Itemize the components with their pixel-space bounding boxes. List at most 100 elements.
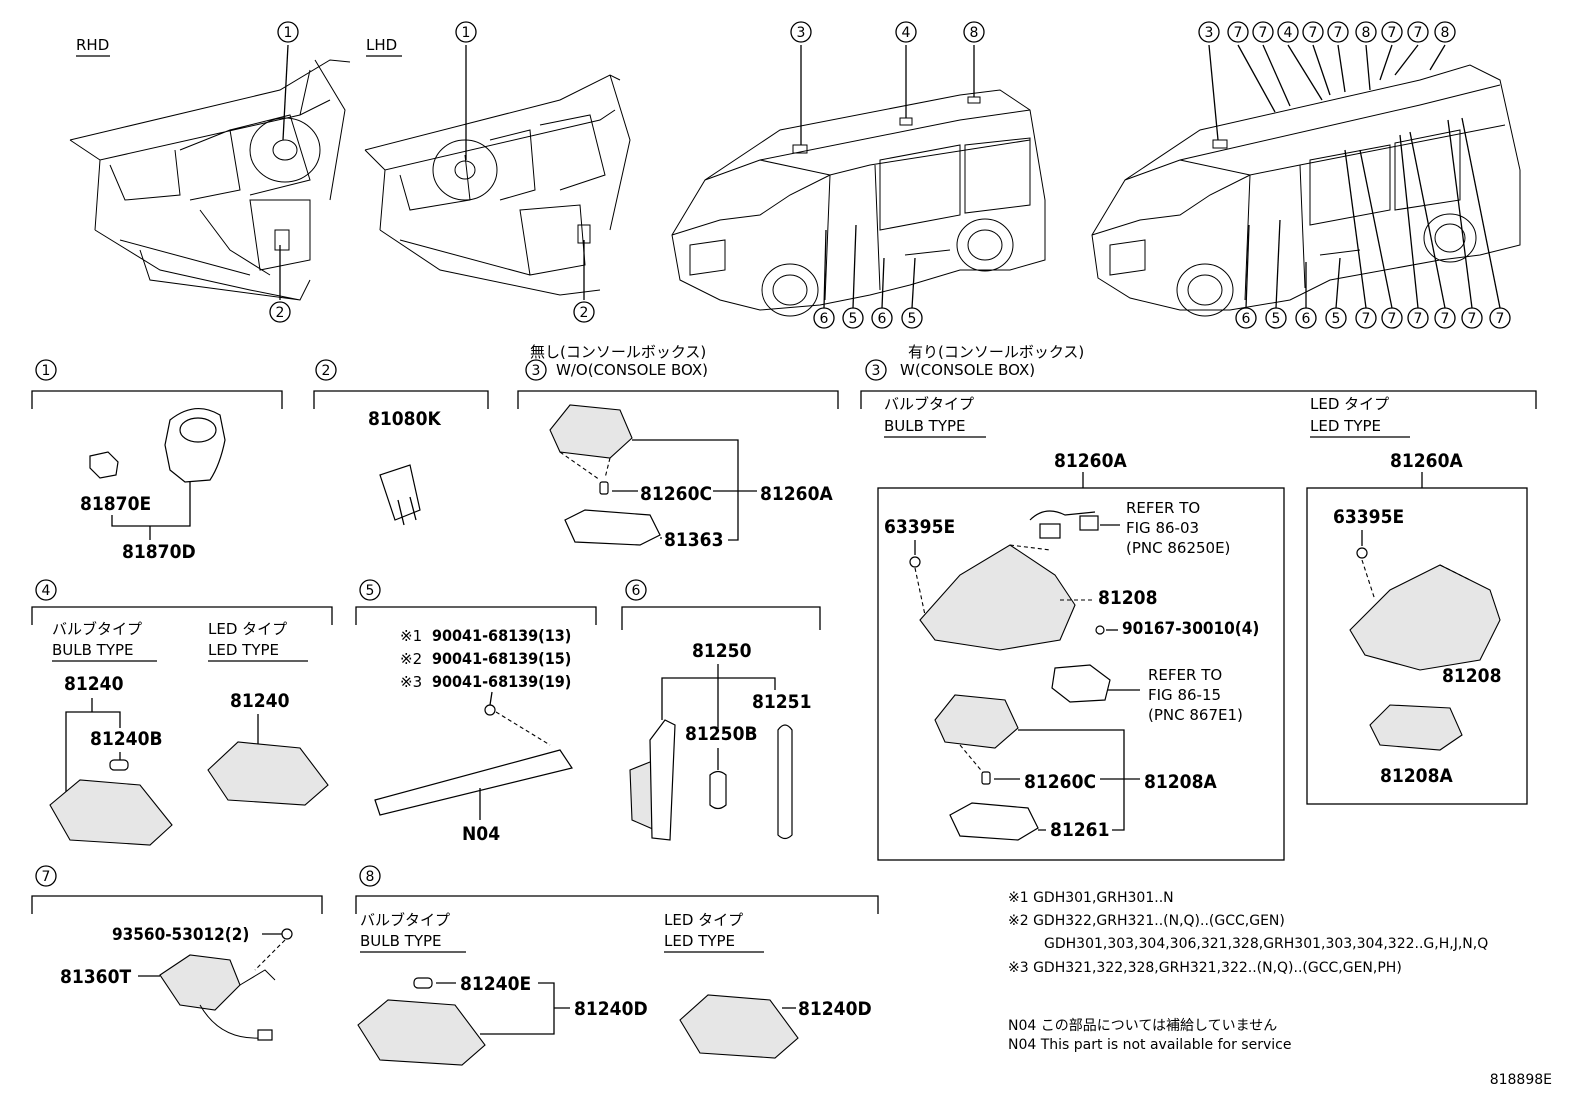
part-81363: 81363 — [664, 529, 723, 551]
callout-7: 7 — [1309, 25, 1318, 41]
section-4: 4 バルブタイプ BULB TYPE LED タイプ LED TYPE 8124… — [31, 579, 333, 846]
part-81251: 81251 — [752, 691, 811, 713]
section-3-wo-console: 無し(コンソールボックス) 3 W/O(CONSOLE BOX) 81260C … — [517, 343, 839, 551]
section-5-callout: 5 — [366, 583, 375, 599]
part-81250: 81250 — [692, 640, 752, 662]
note-n04-en: N04 This part is not available for servi… — [1008, 1037, 1291, 1053]
callout-7: 7 — [1496, 311, 1505, 327]
note-2b: GDH301,303,304,306,321,328,GRH301,303,30… — [1044, 936, 1488, 952]
part-81261: 81261 — [1050, 819, 1109, 841]
s4-led-jp: LED タイプ — [208, 620, 287, 638]
callout-7: 7 — [1468, 311, 1477, 327]
note-2a: ※2 GDH322,GRH321..(N,Q)..(GCC,GEN) — [1008, 913, 1285, 929]
callout-5: 5 — [849, 311, 858, 327]
part-81208: 81208 — [1098, 587, 1157, 609]
section-3-w-console: 有り(コンソールボックス) 3 W(CONSOLE BOX) バルブタイプ BU… — [860, 343, 1537, 861]
rhd-label: RHD — [76, 36, 109, 54]
part-81080K: 81080K — [368, 408, 441, 430]
part-81870D: 81870D — [122, 541, 196, 563]
bulb-type-en: BULB TYPE — [884, 417, 966, 435]
ref2-pnc: (PNC 867E1) — [1148, 706, 1243, 724]
part-81870E: 81870E — [80, 493, 151, 515]
section-2: 2 81080K — [313, 359, 489, 526]
callout-2: 2 — [276, 305, 285, 321]
lhd-dashboard-view: LHD 1 2 — [364, 21, 631, 323]
callout-1: 1 — [284, 25, 293, 41]
part-90041-3: 90041-68139(19) — [432, 672, 571, 691]
callout-7: 7 — [1362, 311, 1371, 327]
part-90041-2: 90041-68139(15) — [432, 649, 571, 668]
part-93560: 93560-53012(2) — [112, 925, 249, 945]
w-console-jp: 有り(コンソールボックス) — [908, 343, 1084, 361]
part-81208A: 81208A — [1380, 765, 1453, 787]
note-3: ※3 GDH321,322,328,GRH321,322..(N,Q)..(GC… — [1008, 960, 1402, 976]
section-8-callout: 8 — [366, 869, 375, 885]
part-81250B: 81250B — [685, 723, 758, 745]
callout-4: 4 — [902, 25, 911, 41]
callout-7: 7 — [1234, 25, 1243, 41]
part-81260A: 81260A — [760, 483, 833, 505]
s8-bulb-jp: バルブタイプ — [360, 911, 450, 929]
s8-led-jp: LED タイプ — [664, 911, 743, 929]
ref1-fig: FIG 86-03 — [1126, 519, 1199, 537]
van-view-standard: 3 4 8 6 5 6 5 — [671, 21, 1046, 329]
callout-8: 8 — [1362, 25, 1371, 41]
callout-3: 3 — [1205, 25, 1214, 41]
w-console-en: W(CONSOLE BOX) — [900, 361, 1035, 379]
section-5: 5 ※1 90041-68139(13) ※2 90041-68139(15) … — [355, 579, 597, 845]
note-n04-jp: N04 この部品については補給していません — [1008, 1018, 1277, 1034]
callout-6: 6 — [878, 311, 887, 327]
part-81240D-led: 81240D — [798, 998, 872, 1020]
callout-7: 7 — [1441, 311, 1450, 327]
section-3b-callout: 3 — [872, 363, 881, 379]
part-81260A: 81260A — [1390, 450, 1463, 472]
led-type-en: LED TYPE — [1310, 417, 1381, 435]
callout-7: 7 — [1414, 311, 1423, 327]
ref2-fig: FIG 86-15 — [1148, 686, 1221, 704]
s8-bulb-en: BULB TYPE — [360, 932, 442, 950]
wo-console-en: W/O(CONSOLE BOX) — [556, 361, 708, 379]
callout-7: 7 — [1388, 311, 1397, 327]
ref1-pnc: (PNC 86250E) — [1126, 539, 1230, 557]
mark-3: ※3 — [400, 673, 422, 691]
lhd-label: LHD — [366, 36, 397, 54]
note-1: ※1 GDH301,GRH301..N — [1008, 890, 1174, 906]
section-7-callout: 7 — [42, 869, 51, 885]
part-81240: 81240 — [64, 673, 124, 695]
part-90167: 90167-30010(4) — [1122, 619, 1259, 639]
callout-6: 6 — [820, 311, 829, 327]
callout-3: 3 — [797, 25, 806, 41]
callout-5: 5 — [1272, 311, 1281, 327]
callout-2: 2 — [580, 305, 589, 321]
part-81260C: 81260C — [640, 483, 712, 505]
part-81260C: 81260C — [1024, 771, 1096, 793]
part-63395E: 63395E — [884, 516, 955, 538]
callout-6: 6 — [1302, 311, 1311, 327]
s4-led-en: LED TYPE — [208, 641, 279, 659]
s4-bulb-jp: バルブタイプ — [52, 620, 142, 638]
callout-7: 7 — [1259, 25, 1268, 41]
part-N04: N04 — [462, 823, 500, 845]
section-6-callout: 6 — [632, 583, 641, 599]
part-81208: 81208 — [1442, 665, 1501, 687]
part-81240D: 81240D — [574, 998, 648, 1020]
s8-led-en: LED TYPE — [664, 932, 735, 950]
callout-7: 7 — [1334, 25, 1343, 41]
wo-console-jp: 無し(コンソールボックス) — [530, 343, 706, 361]
callout-7: 7 — [1414, 25, 1423, 41]
section-8: 8 バルブタイプ BULB TYPE LED タイプ LED TYPE 8124… — [355, 865, 879, 1066]
part-63395E: 63395E — [1333, 506, 1404, 528]
part-81240-led: 81240 — [230, 690, 290, 712]
section-7: 7 93560-53012(2) 81360T — [31, 865, 323, 1041]
callout-8: 8 — [1441, 25, 1450, 41]
part-81260A: 81260A — [1054, 450, 1127, 472]
part-81208A: 81208A — [1144, 771, 1217, 793]
callout-5: 5 — [908, 311, 917, 327]
section-4-callout: 4 — [42, 583, 51, 599]
callout-5: 5 — [1332, 311, 1341, 327]
section-1: 1 81870E 81870D — [31, 359, 283, 563]
section-1-callout: 1 — [42, 363, 51, 379]
part-81240E: 81240E — [460, 973, 531, 995]
ref2-title: REFER TO — [1148, 666, 1222, 684]
